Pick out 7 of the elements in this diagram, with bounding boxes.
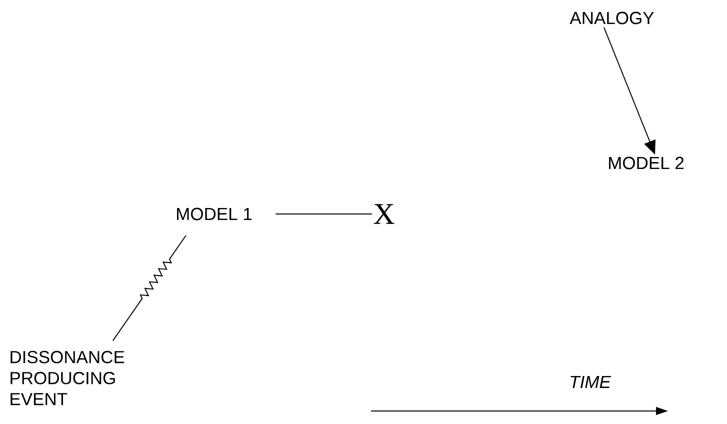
- x-mark: X: [374, 204, 394, 224]
- term-label: ANALOGY: [570, 12, 654, 24]
- term-label: MODEL 1: [177, 208, 252, 220]
- term-label: DISSONANCE PRODUCING EVENT: [10, 350, 124, 406]
- zigzag-line: [112, 234, 186, 342]
- term-label: MODEL 2: [609, 156, 684, 170]
- axis-label: TIME: [570, 376, 612, 388]
